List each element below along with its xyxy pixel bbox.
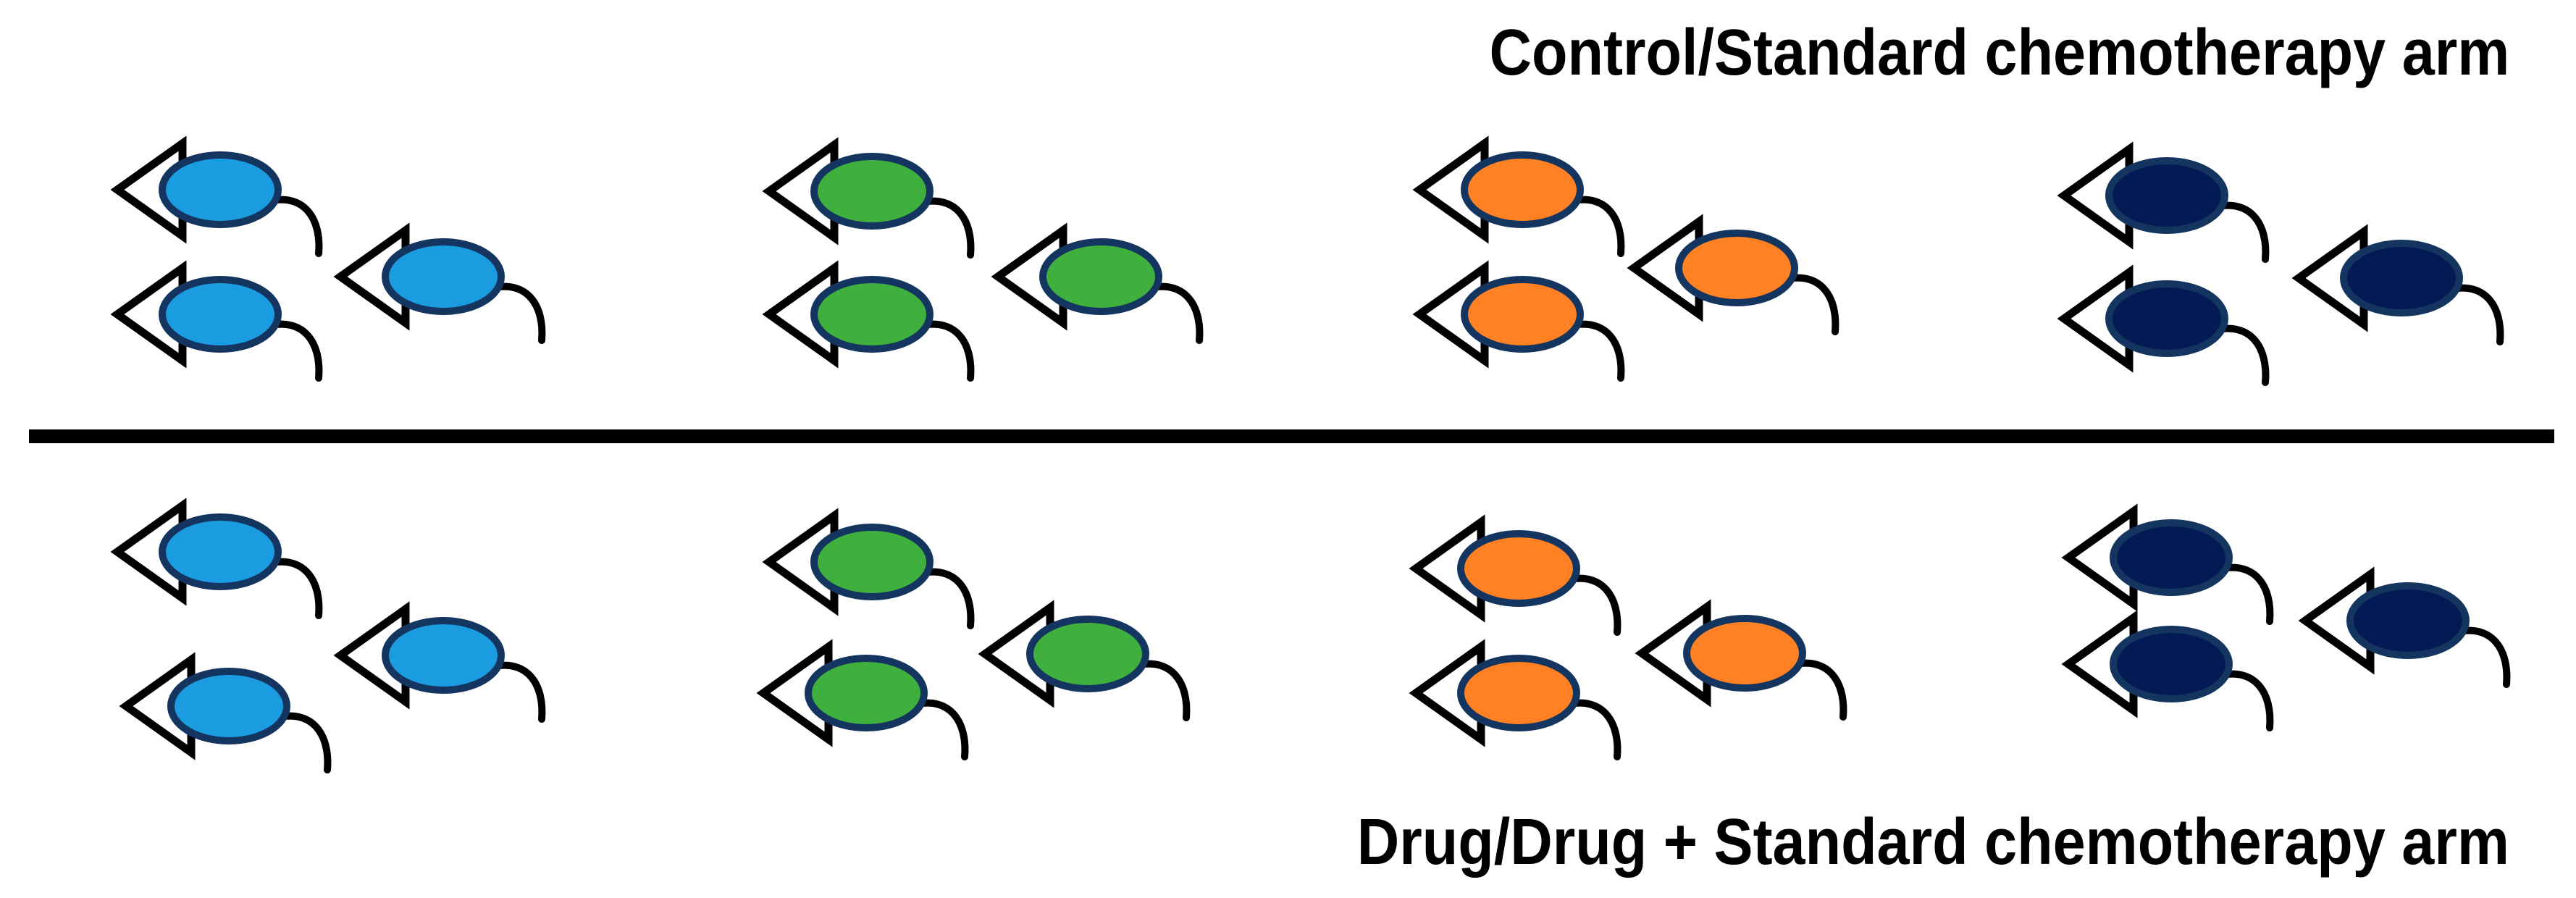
mouse-tail xyxy=(916,197,975,259)
mouse-icon xyxy=(119,652,332,773)
mouse-icon xyxy=(756,639,969,760)
mouse-body xyxy=(159,513,282,590)
mouse-tail xyxy=(2215,670,2274,731)
mouse-tail xyxy=(487,661,546,723)
mouse-icon xyxy=(1409,639,1621,760)
mouse-body xyxy=(1457,655,1580,731)
mouse-body xyxy=(159,276,282,353)
mouse-tail xyxy=(2211,324,2270,386)
mouse-tail xyxy=(487,282,546,344)
mouse-body xyxy=(2346,582,2470,659)
mouse-icon xyxy=(1635,599,1847,721)
mouse-tail xyxy=(2211,201,2270,263)
mouse-tail xyxy=(273,712,332,773)
control-group-4 xyxy=(2057,141,2504,386)
mouse-icon xyxy=(1412,260,1625,382)
mouse-body xyxy=(1026,616,1149,692)
mouse-icon xyxy=(991,222,1204,344)
mouse-icon xyxy=(2057,264,2270,386)
mouse-tail xyxy=(1145,282,1204,344)
mouse-body xyxy=(1039,238,1162,315)
mouse-icon xyxy=(110,498,323,619)
mouse-tail xyxy=(916,568,975,629)
mouse-body xyxy=(2105,280,2228,357)
mouse-icon xyxy=(2061,610,2274,731)
mouse-tail xyxy=(1789,659,1847,721)
mouse-icon xyxy=(110,260,323,382)
drug-group-4 xyxy=(2061,503,2511,731)
mouse-tail xyxy=(2446,284,2504,345)
mouse-icon xyxy=(1627,214,1839,335)
drug-arm-label: Drug/Drug + Standard chemotherapy arm xyxy=(1356,806,2509,878)
mouse-body xyxy=(1461,151,1584,228)
mice-layer xyxy=(110,135,2511,773)
mouse-tail xyxy=(2215,563,2274,625)
mouse-tail xyxy=(1132,660,1191,721)
mouse-body xyxy=(2105,157,2228,234)
mouse-tail xyxy=(264,196,323,257)
mouse-body xyxy=(810,276,934,353)
mouse-icon xyxy=(762,260,975,382)
mouse-body xyxy=(1461,276,1584,353)
mouse-tail xyxy=(1563,574,1621,636)
mouse-tail xyxy=(1566,196,1625,257)
control-group-1 xyxy=(110,135,546,382)
control-group-2 xyxy=(762,137,1204,382)
mouse-body xyxy=(382,617,505,694)
mouse-icon xyxy=(978,600,1191,721)
mouse-icon xyxy=(333,601,546,723)
mouse-tail xyxy=(916,320,975,382)
control-group-3 xyxy=(1412,135,1839,382)
drug-group-3 xyxy=(1409,514,1847,760)
mouse-body xyxy=(159,151,282,228)
mouse-icon xyxy=(762,508,975,629)
mouse-icon xyxy=(2057,141,2270,263)
mouse-tail xyxy=(910,699,969,760)
mouse-icon xyxy=(1412,135,1625,257)
mouse-tail xyxy=(2452,626,2511,688)
mouse-body xyxy=(1457,530,1580,607)
mouse-icon xyxy=(762,137,975,259)
mouse-body xyxy=(2110,626,2233,702)
mouse-icon xyxy=(333,222,546,344)
mouse-tail xyxy=(264,320,323,382)
mouse-icon xyxy=(110,135,323,257)
mouse-tail xyxy=(1566,320,1625,382)
mouse-body xyxy=(805,655,928,731)
mouse-body xyxy=(167,668,290,744)
mouse-body xyxy=(382,238,505,315)
drug-group-2 xyxy=(756,508,1191,760)
mouse-body xyxy=(2110,519,2233,596)
mouse-tail xyxy=(264,558,323,619)
mouse-icon xyxy=(2291,224,2504,345)
drug-group-1 xyxy=(110,498,546,773)
mouse-body xyxy=(810,153,934,230)
mouse-icon xyxy=(1409,514,1621,636)
mouse-body xyxy=(1683,615,1806,692)
mouse-tail xyxy=(1781,274,1839,335)
mouse-body xyxy=(1675,230,1798,306)
mouse-body xyxy=(2340,240,2463,316)
mouse-icon xyxy=(2061,503,2274,625)
divider-line xyxy=(29,429,2554,443)
control-arm-label: Control/Standard chemotherapy arm xyxy=(1489,17,2509,89)
mouse-body xyxy=(810,524,934,600)
mouse-icon xyxy=(2298,566,2511,688)
mouse-tail xyxy=(1563,699,1621,760)
